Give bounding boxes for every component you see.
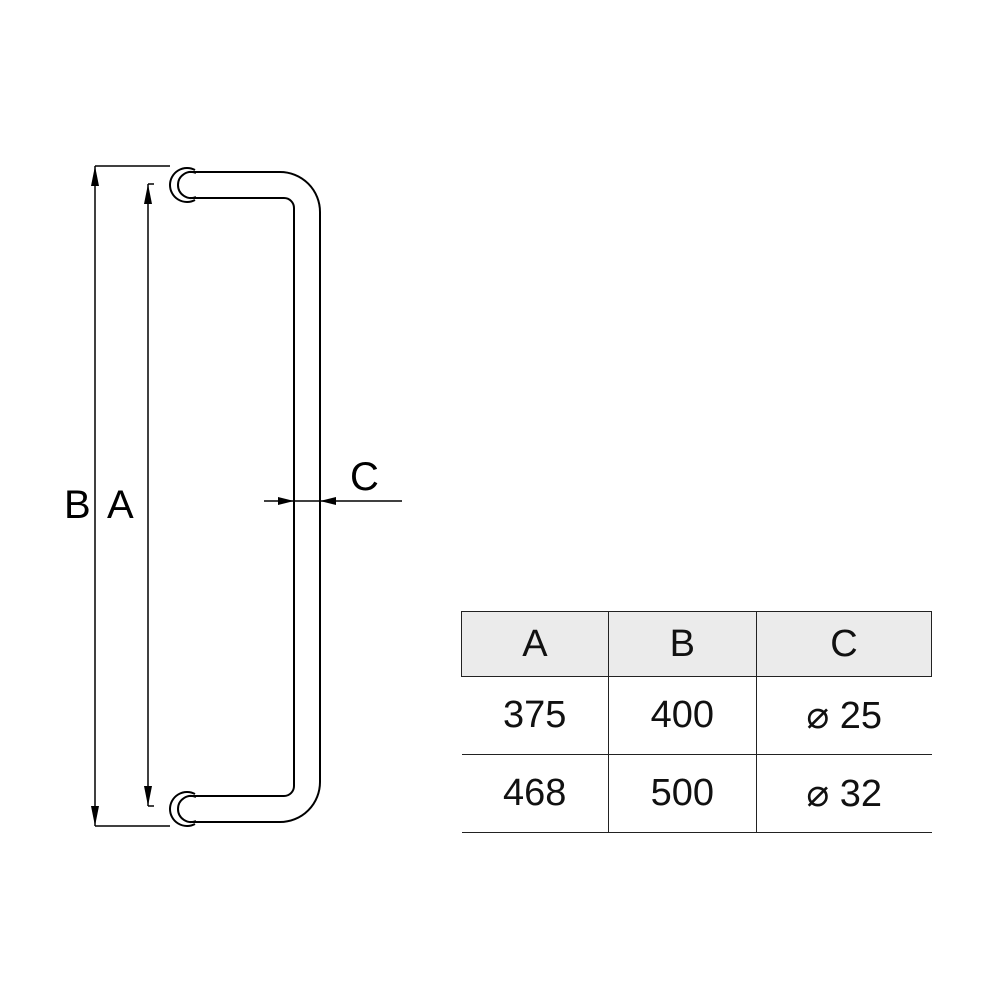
table-row: 468 500 ⌀ 32 xyxy=(461,754,932,833)
header-a: A xyxy=(461,611,609,677)
label-a: A xyxy=(107,483,134,527)
cell-c: ⌀ 25 xyxy=(755,676,932,755)
top-end-cap xyxy=(169,167,196,203)
cell-b: 500 xyxy=(607,754,757,833)
cell-b: 400 xyxy=(607,676,757,755)
cell-a: 375 xyxy=(461,676,609,755)
table-row: 375 400 ⌀ 25 xyxy=(461,676,932,755)
table-header-row: A B C xyxy=(461,611,933,677)
header-b: B xyxy=(607,611,757,677)
handle-inner-contour xyxy=(190,197,295,797)
cell-c: ⌀ 32 xyxy=(755,754,932,833)
bottom-end-cap xyxy=(169,791,196,827)
dimensions-table: A B C 375 400 ⌀ 25 468 500 ⌀ 32 xyxy=(461,611,933,833)
cell-a: 468 xyxy=(461,754,609,833)
label-b: B xyxy=(64,483,91,527)
handle-outer-contour xyxy=(190,171,321,823)
label-c: C xyxy=(350,455,379,499)
header-c: C xyxy=(755,611,933,677)
